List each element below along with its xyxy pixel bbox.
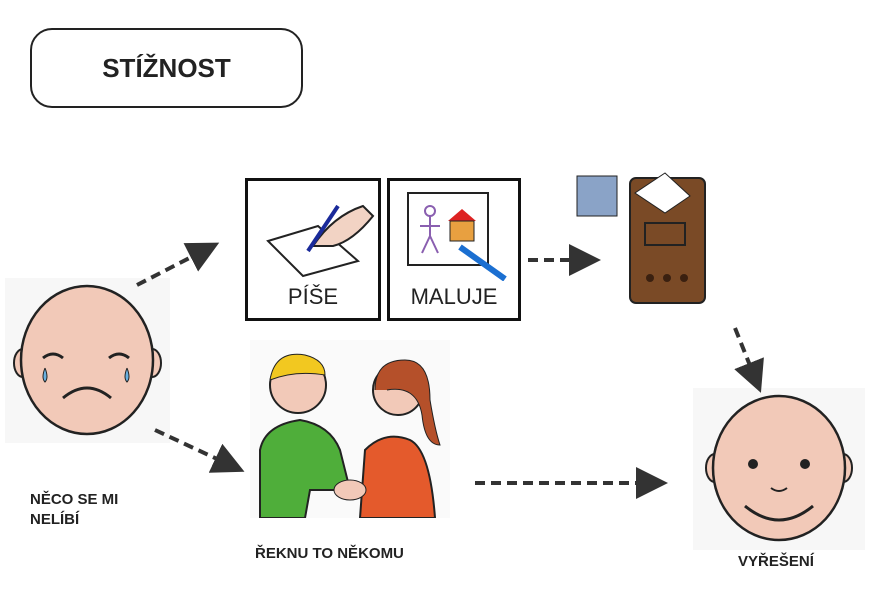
title-box: STÍŽNOST	[30, 28, 303, 108]
resolved-label: VYŘEŠENÍ	[738, 553, 814, 570]
handshake-icon	[250, 340, 450, 518]
mailbox-icon	[576, 172, 706, 304]
tell-label: ŘEKNU TO NĚKOMU	[255, 545, 404, 562]
happy-face-icon	[693, 388, 865, 550]
writing-hand-icon	[266, 204, 375, 278]
painting-icon	[407, 192, 507, 282]
start-label-line1: NĚCO SE MI	[30, 491, 119, 508]
start-label: NĚCO SE MI NELÍBÍ	[30, 490, 118, 530]
write-label: PÍŠE	[287, 284, 339, 309]
sad-face-icon	[5, 278, 170, 443]
start-label-line2: NELÍBÍ	[30, 511, 80, 528]
draw-card: MALUJE	[387, 178, 521, 321]
write-card: PÍŠE	[245, 178, 381, 321]
draw-label: MALUJE	[410, 284, 498, 309]
arrow-mailbox-to-resolved	[733, 327, 764, 393]
